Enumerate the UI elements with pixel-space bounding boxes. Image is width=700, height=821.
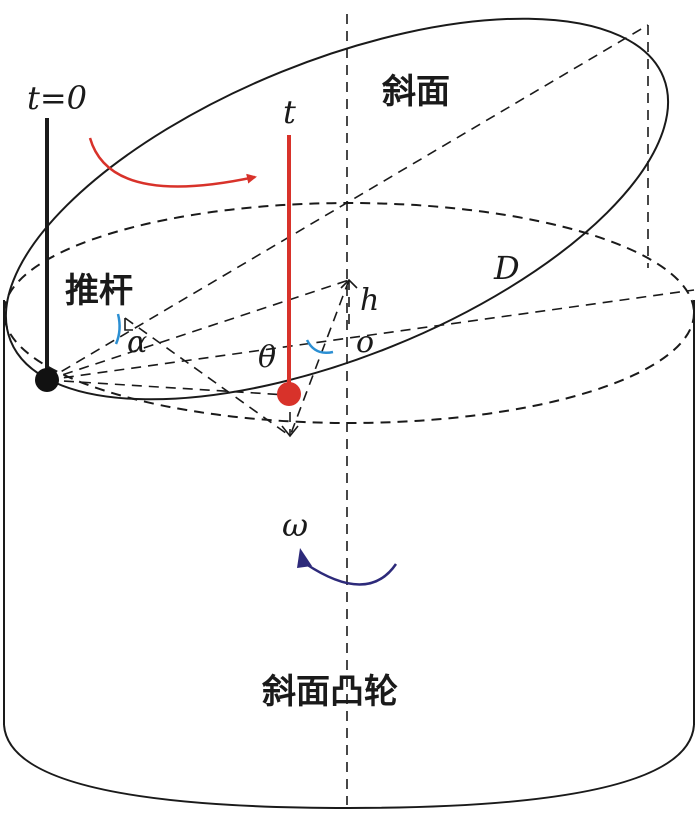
rotation-arrow (88, 137, 257, 188)
omega-arrow (297, 548, 398, 586)
construction-lines (46, 14, 695, 805)
contact-ball-initial (35, 368, 59, 392)
cylinder-bottom-curve (3, 724, 695, 810)
alpha-tick (124, 318, 133, 331)
label-omega: ω (282, 506, 308, 544)
h-diagonal (289, 279, 350, 437)
label-height: h (360, 283, 379, 318)
base-ellipse (3, 202, 695, 424)
cylinder-body (3, 300, 695, 810)
theta-arc (305, 339, 334, 354)
alpha-arc (114, 313, 121, 345)
label-incline-surface: 斜面 (382, 72, 450, 112)
label-diameter: D (493, 249, 520, 287)
label-center: o (356, 325, 374, 360)
alpha-diagonal (124, 317, 291, 437)
right-angle-ticks (124, 278, 358, 438)
label-incline-cam: 斜面凸轮 (262, 672, 398, 712)
contact-ball-current (277, 382, 301, 406)
incline-diameter (46, 24, 649, 381)
incline-ellipse (4, 17, 670, 401)
label-alpha: α (127, 325, 147, 360)
bottom-tick (281, 425, 299, 438)
label-t-zero: t=0 (27, 79, 87, 117)
base-diameter-d (46, 289, 695, 381)
line-to-h-top (46, 279, 350, 381)
label-theta: θ (258, 340, 276, 375)
label-push-rod: 推杆 (65, 271, 133, 311)
label-t: t (283, 93, 296, 131)
line-to-red-ball (46, 379, 288, 396)
h-top-tick (340, 278, 358, 289)
